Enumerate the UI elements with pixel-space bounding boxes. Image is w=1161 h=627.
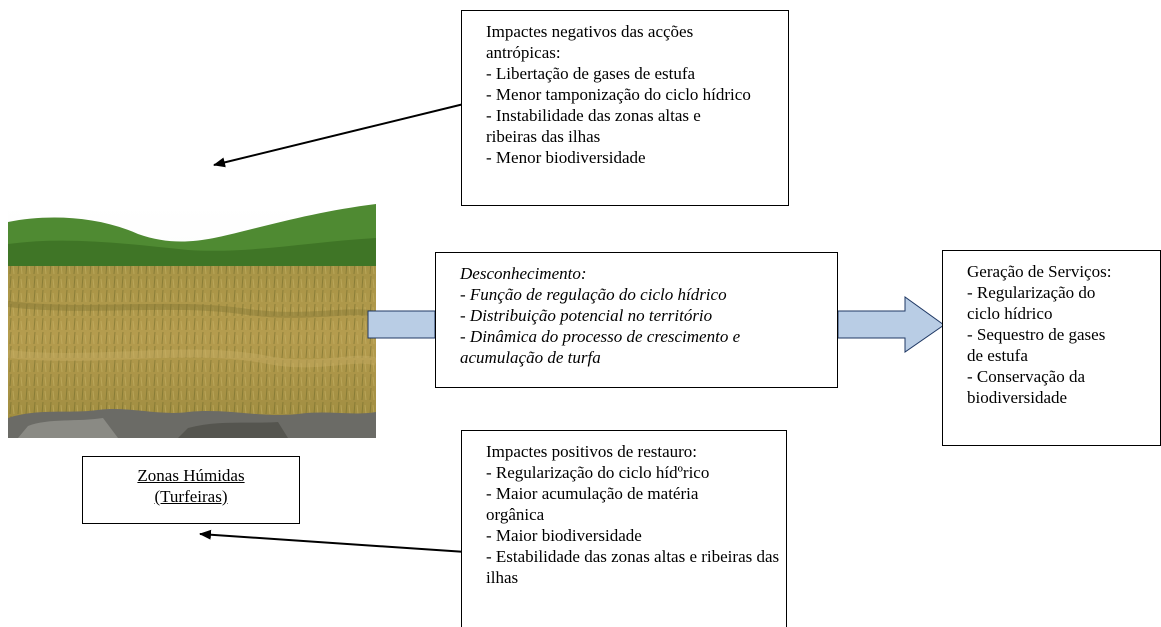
negative-to-wetland-arrow — [213, 101, 473, 168]
services-box: Geração de Serviços: - Regularização do … — [942, 250, 1161, 446]
caption-line-2: (Turfeiras) — [154, 487, 228, 506]
caption-line-1: Zonas Húmidas — [137, 466, 245, 485]
unknowns-item: - Dinâmica do processo de crescimento e … — [460, 327, 741, 367]
negative-impact-item: - Menor tamponização do ciclo hídrico — [486, 85, 751, 104]
negative-impact-item: - Menor biodiversidade — [486, 148, 646, 167]
positive-impact-item: - Maior acumulação de matéria orgânica — [486, 484, 699, 524]
wetlands-caption-box: Zonas Húmidas (Turfeiras) — [82, 456, 300, 524]
unknowns-item: - Função de regulação do ciclo hídrico — [460, 285, 727, 304]
positive-impacts-title: Impactes positivos de restauro: — [486, 442, 698, 461]
services-title: Geração de Serviços: — [967, 262, 1112, 281]
unknowns-title: Desconhecimento: — [460, 264, 587, 283]
negative-impact-item: - Libertação de gases de estufa — [486, 64, 696, 83]
positive-impact-item: - Regularização do ciclo hídºrico — [486, 463, 710, 482]
unknowns-box: Desconhecimento: - Função de regulação d… — [435, 252, 838, 388]
positive-impact-item: - Estabilidade das zonas altas e ribeira… — [486, 547, 780, 587]
unknown-to-services-block-arrow — [837, 296, 945, 353]
services-item: - Conservação da biodiversidade — [967, 367, 1086, 407]
negative-impacts-title: Impactes negativos das acções antrópicas… — [486, 22, 694, 62]
services-item: - Sequestro de gases de estufa — [967, 325, 1106, 365]
positive-impact-item: - Maior biodiversidade — [486, 526, 642, 545]
services-item: - Regularização do ciclo hídrico — [967, 283, 1096, 323]
wetland-photo — [8, 204, 376, 438]
negative-impacts-box: Impactes negativos das acções antrópicas… — [461, 10, 789, 206]
positive-impacts-box: Impactes positivos de restauro: - Regula… — [461, 430, 787, 627]
unknowns-item: - Distribuição potencial no território — [460, 306, 713, 325]
positive-to-caption-arrow — [199, 529, 467, 553]
photo-to-unknown-block-arrow — [367, 310, 436, 339]
negative-impact-item: - Instabilidade das zonas altas e ribeir… — [486, 106, 701, 146]
